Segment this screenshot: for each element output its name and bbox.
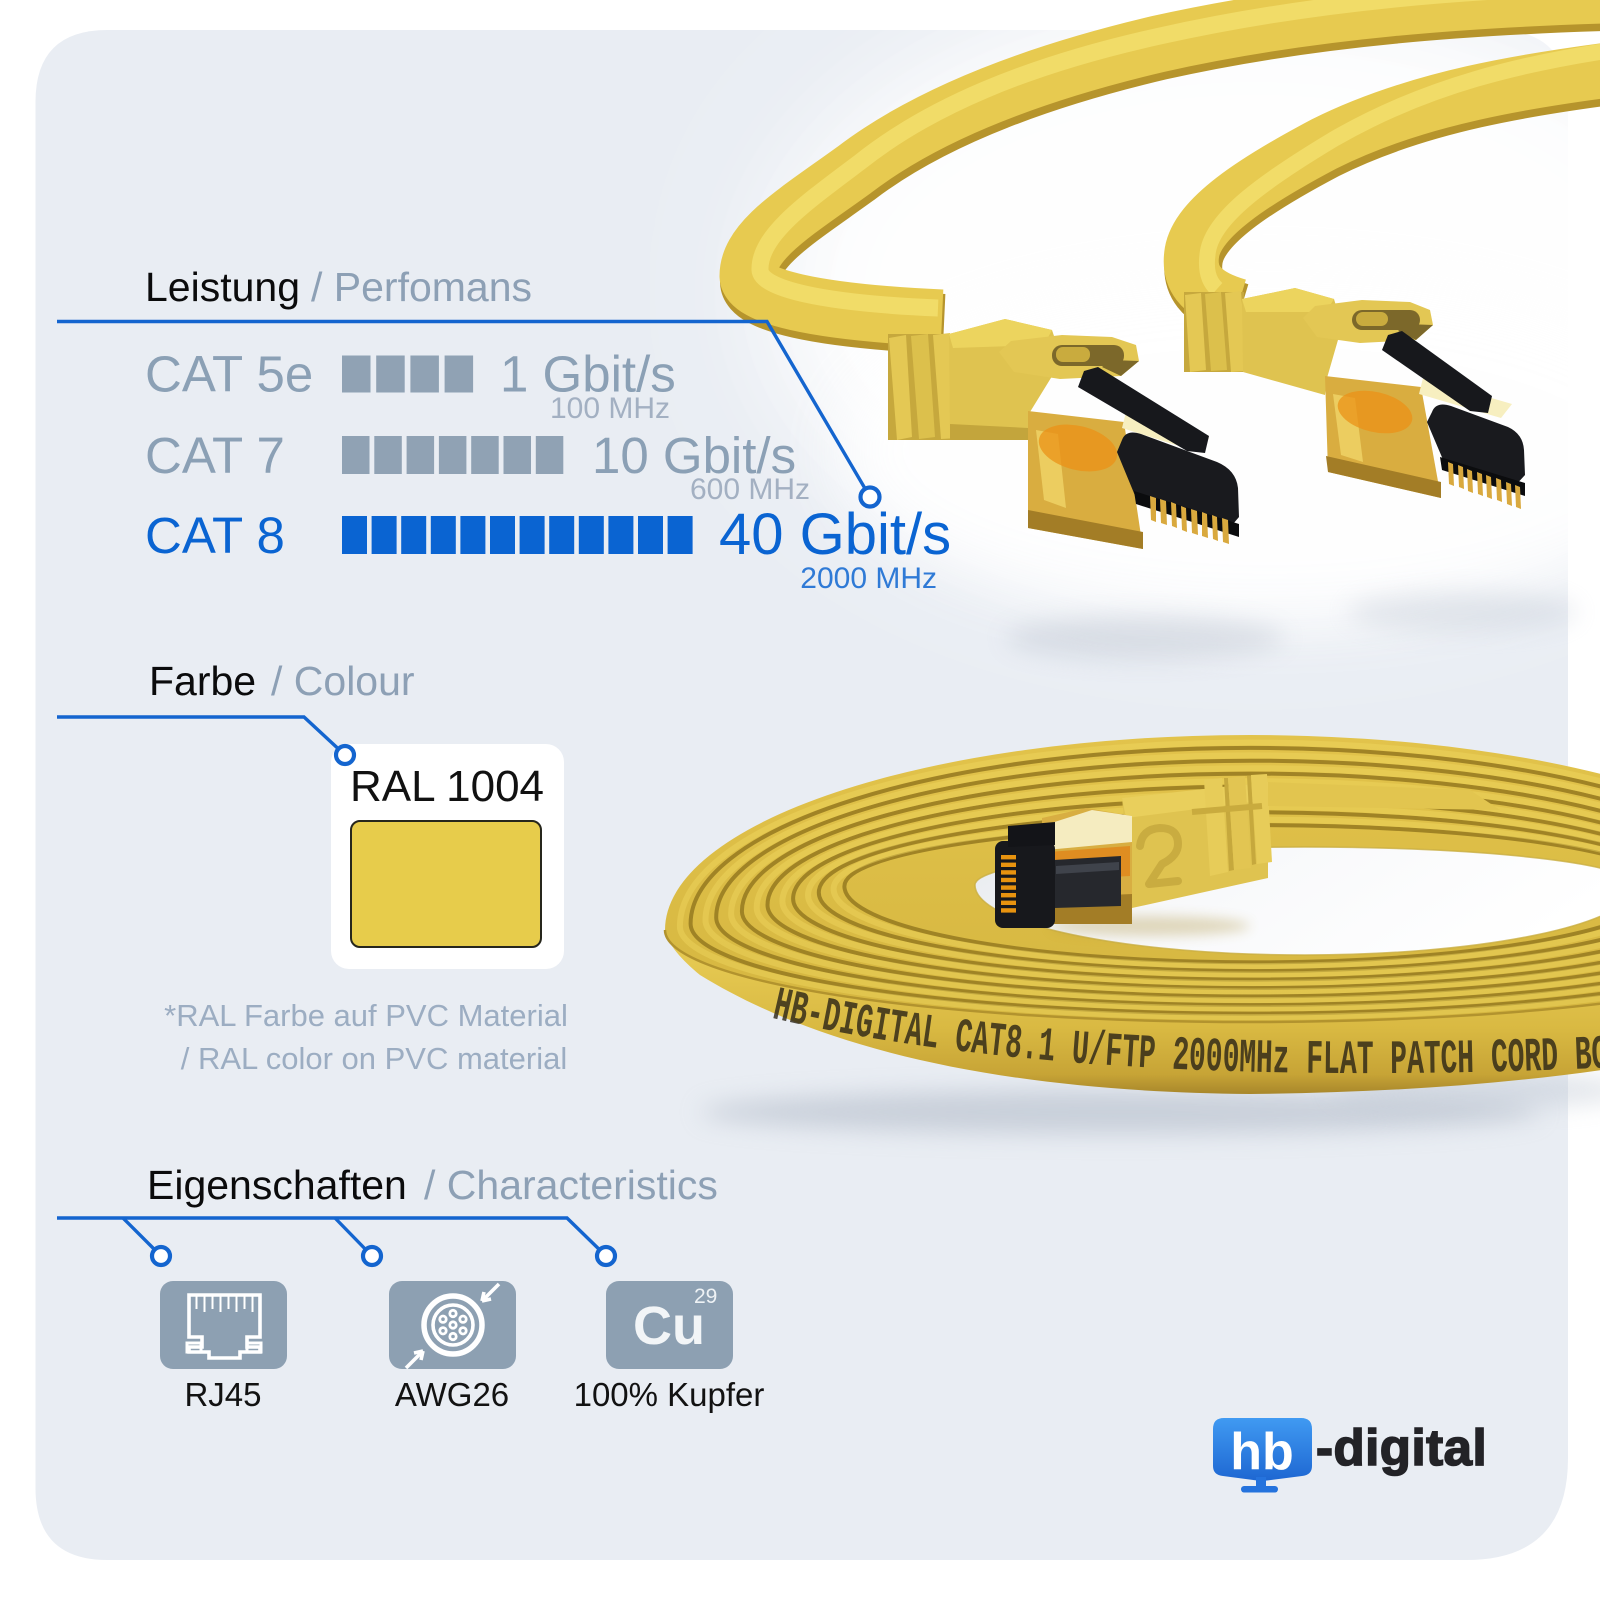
svg-text:CAT 8: CAT 8 xyxy=(145,507,285,564)
svg-text:RJ45: RJ45 xyxy=(184,1376,261,1413)
svg-text:100 MHz: 100 MHz xyxy=(550,392,670,425)
svg-text:2000 MHz: 2000 MHz xyxy=(800,562,937,595)
svg-text:Eigenschaften: Eigenschaften xyxy=(147,1162,407,1208)
svg-text:Farbe: Farbe xyxy=(149,658,256,704)
svg-text:AWG26: AWG26 xyxy=(395,1376,509,1413)
svg-text:-digital: -digital xyxy=(1316,1419,1487,1476)
svg-text:/ Perfomans: / Perfomans xyxy=(311,264,532,310)
svg-text:100% Kupfer: 100% Kupfer xyxy=(574,1376,765,1413)
svg-text:40 Gbit/s: 40 Gbit/s xyxy=(719,502,951,567)
svg-text:10 Gbit/s: 10 Gbit/s xyxy=(592,427,796,484)
svg-text:/ Characteristics: / Characteristics xyxy=(424,1162,718,1208)
svg-text:CAT 7: CAT 7 xyxy=(145,427,285,484)
svg-text:*RAL Farbe auf PVC Material: *RAL Farbe auf PVC Material xyxy=(164,998,568,1033)
svg-text:/ Colour: / Colour xyxy=(271,658,415,704)
svg-text:CAT 5e: CAT 5e xyxy=(145,346,313,403)
svg-text:Cu: Cu xyxy=(633,1296,705,1356)
svg-text:1 Gbit/s: 1 Gbit/s xyxy=(500,346,676,403)
svg-text:Leistung: Leistung xyxy=(145,264,300,310)
svg-text:/ RAL color on PVC material: / RAL color on PVC material xyxy=(181,1041,568,1076)
svg-text:600 MHz: 600 MHz xyxy=(690,473,810,506)
svg-text:hb: hb xyxy=(1230,1423,1294,1481)
svg-text:29: 29 xyxy=(694,1285,717,1308)
svg-text:RAL 1004: RAL 1004 xyxy=(350,762,544,811)
